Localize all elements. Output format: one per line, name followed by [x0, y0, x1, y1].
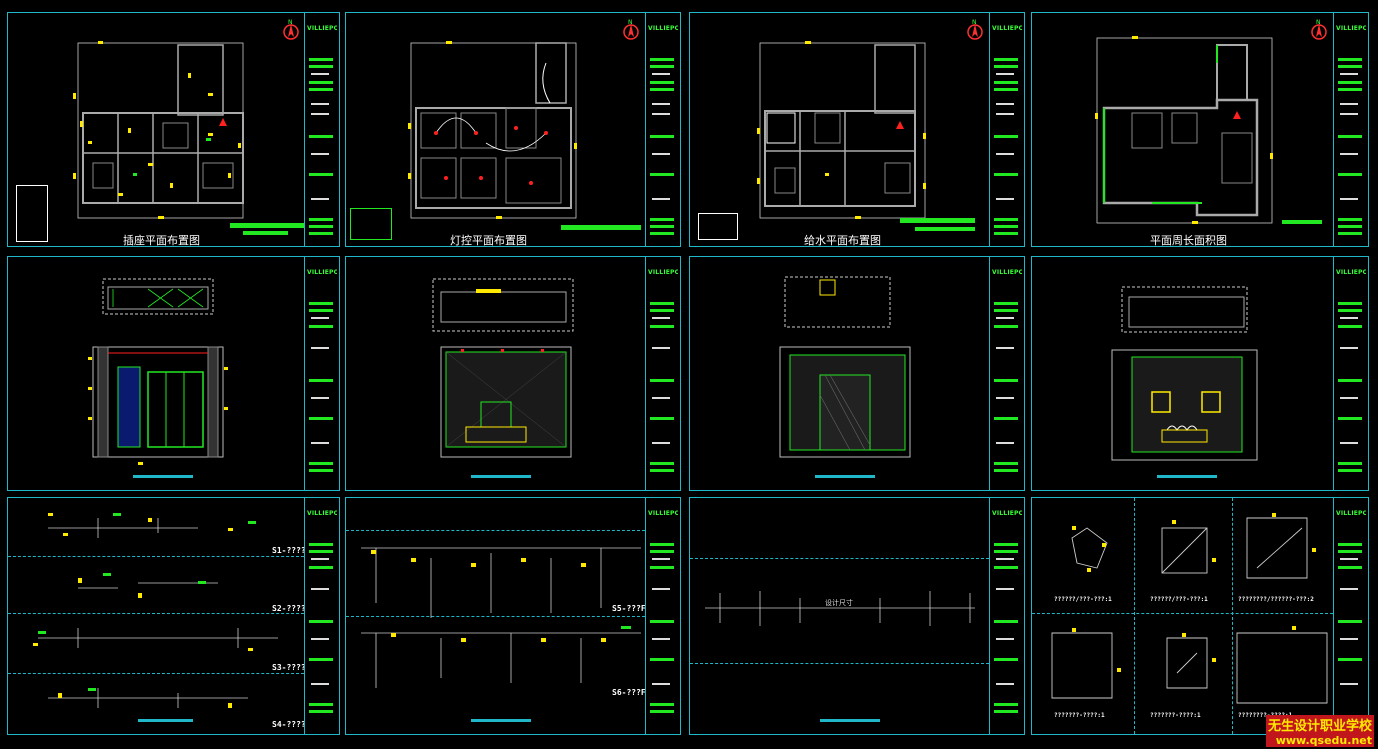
- watermark-url: www.qsedu.net: [1265, 734, 1374, 747]
- detail-caption: ??????/???-???:1: [1150, 596, 1208, 603]
- detail-caption: ????????/??????-???:2: [1238, 596, 1314, 603]
- scale-bar: [471, 475, 531, 478]
- floor-plan-drawing: [757, 41, 926, 219]
- title-block: VILLIEPOCK: [304, 257, 339, 490]
- section-code: S3-????: [272, 663, 306, 672]
- drawing-caption: 给水平面布置图: [804, 234, 881, 247]
- svg-text:N: N: [288, 19, 293, 26]
- company-logo: VILLIEPOCK: [648, 25, 678, 32]
- title-block: VILLIEPOCK: [989, 498, 1024, 734]
- north-arrow-icon: N: [622, 19, 640, 41]
- elevation-drawing: [1111, 286, 1258, 461]
- title-block: VILLIEPOCK: [989, 257, 1024, 490]
- sheet-elevation-2[interactable]: VILLIEPOCK: [345, 256, 681, 491]
- section-code: S6-???F: [612, 688, 646, 697]
- detail-caption: ???????-????:1: [1054, 712, 1105, 719]
- title-block: VILLIEPOCK: [645, 13, 680, 246]
- company-logo: VILLIEPOCK: [1336, 25, 1366, 32]
- title-block: VILLIEPOCK: [645, 257, 680, 490]
- scale-bar: [230, 223, 305, 228]
- legend-table: [350, 208, 392, 240]
- elevation-drawing: [432, 278, 574, 458]
- title-block: VILLIEPOCK: [1333, 498, 1368, 734]
- svg-text:N: N: [1316, 19, 1321, 26]
- scale-bar: [133, 475, 193, 478]
- company-logo: VILLIEPOCK: [307, 269, 337, 276]
- company-logo: VILLIEPOCK: [648, 269, 678, 276]
- title-block: VILLIEPOCK: [1333, 13, 1368, 246]
- sheet-elevation-3[interactable]: VILLIEPOCK: [689, 256, 1025, 491]
- scale-bar: [561, 225, 641, 230]
- drawing-caption: 灯控平面布置图: [450, 234, 527, 247]
- section-code: S2-????: [272, 604, 306, 613]
- company-logo: VILLIEPOCK: [1336, 269, 1366, 276]
- title-block: VILLIEPOCK: [989, 13, 1024, 246]
- drawing-caption: 插座平面布置图: [123, 234, 200, 247]
- sheet-lighting-plan[interactable]: N 灯控平面布置图 VILLIEPOCK: [345, 12, 681, 247]
- scale-bar: [820, 719, 880, 722]
- legend-table: [698, 213, 738, 240]
- scale-bar: [1282, 220, 1322, 224]
- detail-caption: ???????-????:1: [1150, 712, 1201, 719]
- sheet-details[interactable]: ??????/???-???:1 ??????/???-???:1 ??????…: [1031, 497, 1369, 735]
- sheet-water-supply-plan[interactable]: N 给水平面布置图 VILLIEPOCK: [689, 12, 1025, 247]
- sheet-sections-1[interactable]: S1-???? S2-???? S3-???? S4-???? VILLIEPO…: [7, 497, 340, 735]
- detail-caption: ??????/???-???:1: [1054, 596, 1112, 603]
- floor-plan-drawing: [73, 41, 244, 219]
- sheet-sections-3[interactable]: 设计尺寸 VILLIEPOCK: [689, 497, 1025, 735]
- sheet-sections-2[interactable]: S5-???F S6-???F VILLIEPOCK: [345, 497, 681, 735]
- sheet-elevation-1[interactable]: VILLIEPOCK: [7, 256, 340, 491]
- section-code: S5-???F: [612, 604, 646, 613]
- company-logo: VILLIEPOCK: [307, 25, 337, 32]
- legend-table: [16, 185, 48, 242]
- company-logo: VILLIEPOCK: [307, 510, 337, 517]
- floor-plan-drawing: [408, 41, 577, 219]
- title-block: VILLIEPOCK: [1333, 257, 1368, 490]
- elevation-drawing: [779, 276, 911, 458]
- watermark-name: 无生设计职业学校: [1265, 715, 1374, 734]
- section-code: S1-????: [272, 546, 306, 555]
- section-drawings: [361, 547, 641, 688]
- watermark: 无生设计职业学校 www.qsedu.net: [1265, 715, 1374, 747]
- drawing-caption: 平面周长面积图: [1150, 234, 1227, 247]
- title-block: VILLIEPOCK: [304, 498, 339, 734]
- detail-caption: ????????-????:1: [1238, 712, 1292, 719]
- sheet-elevation-4[interactable]: VILLIEPOCK: [1031, 256, 1369, 491]
- scale-bar: [1157, 475, 1217, 478]
- sheet-socket-plan[interactable]: N 插座平面布置图 VILLIEPOCK: [7, 12, 340, 247]
- floor-plan-drawing: [1095, 36, 1273, 224]
- north-arrow-icon: N: [282, 19, 300, 41]
- section-drawings: [33, 513, 278, 708]
- north-arrow-icon: N: [1310, 19, 1328, 41]
- detail-drawings: [1051, 513, 1328, 704]
- company-logo: VILLIEPOCK: [648, 510, 678, 517]
- section-drawings: 设计尺寸: [705, 591, 975, 626]
- scale-bar: [471, 719, 531, 722]
- scale-bar: [138, 719, 193, 722]
- company-logo: VILLIEPOCK: [992, 25, 1022, 32]
- north-arrow-icon: N: [966, 19, 984, 41]
- elevation-drawing: [88, 278, 228, 465]
- sheet-perimeter-area-plan[interactable]: N 平面周长面积图 VILLIEPOCK: [1031, 12, 1369, 247]
- title-block: VILLIEPOCK: [645, 498, 680, 734]
- svg-text:N: N: [972, 19, 977, 26]
- company-logo: VILLIEPOCK: [992, 269, 1022, 276]
- scale-bar: [815, 475, 875, 478]
- scale-bar: [900, 218, 975, 223]
- svg-text:N: N: [628, 19, 633, 26]
- company-logo: VILLIEPOCK: [1336, 510, 1366, 517]
- title-block: VILLIEPOCK: [304, 13, 339, 246]
- company-logo: VILLIEPOCK: [992, 510, 1022, 517]
- dimension-label: 设计尺寸: [825, 598, 853, 607]
- section-code: S4-????: [272, 720, 306, 729]
